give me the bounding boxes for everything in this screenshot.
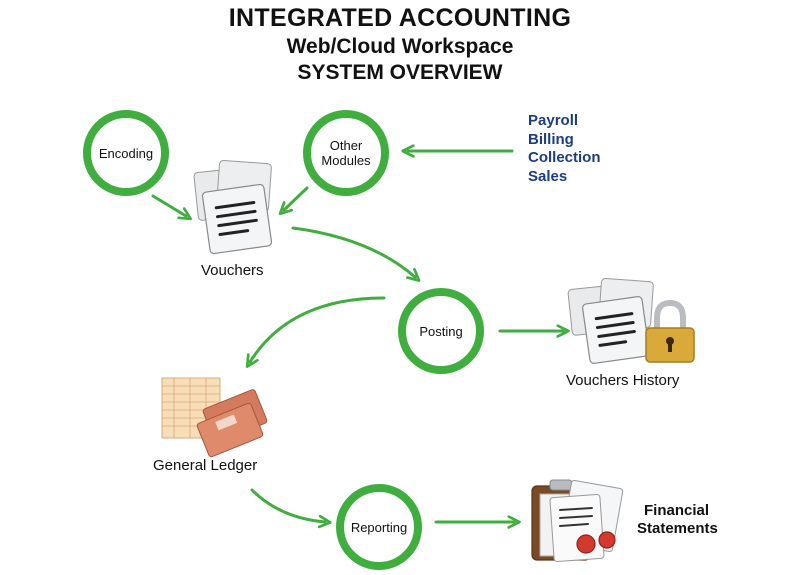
ledger-folders-icon [161, 377, 268, 458]
documents-stack-icon [193, 160, 273, 255]
posting-node: Posting [398, 288, 484, 374]
arrow-ledger-to-reporting [250, 488, 332, 529]
reporting-node: Reporting [336, 484, 422, 570]
financial-statements-label: Financial Statements [637, 502, 718, 537]
modules-list: Payroll Billing Collection Sales [528, 112, 601, 186]
module-item: Billing [528, 130, 574, 148]
encoding-label: Encoding [98, 145, 154, 161]
vouchers-history-label: Vouchers History [566, 372, 680, 389]
arrow-encoding-to-vouchers [151, 194, 192, 221]
encoding-node: Encoding [83, 110, 169, 196]
arrow-other-to-vouchers [278, 186, 309, 216]
clipboard-certificate-icon [531, 479, 624, 562]
locked-documents-icon [567, 278, 695, 364]
reporting-label: Reporting [350, 519, 408, 535]
module-item: Payroll [528, 112, 579, 129]
arrow-vouchers-to-posting [291, 226, 421, 282]
subtitle-overview: SYSTEM OVERVIEW [297, 61, 503, 84]
subtitle-workspace: Web/Cloud Workspace [286, 35, 514, 58]
arrow-posting-to-ledger [245, 296, 386, 368]
posting-label: Posting [419, 323, 463, 339]
main-title: INTEGRATED ACCOUNTING [228, 4, 572, 32]
module-item: Collection [528, 149, 601, 166]
vouchers-label: Vouchers [201, 262, 264, 279]
module-item: Sales [528, 167, 568, 185]
general-ledger-label: General Ledger [153, 457, 258, 474]
